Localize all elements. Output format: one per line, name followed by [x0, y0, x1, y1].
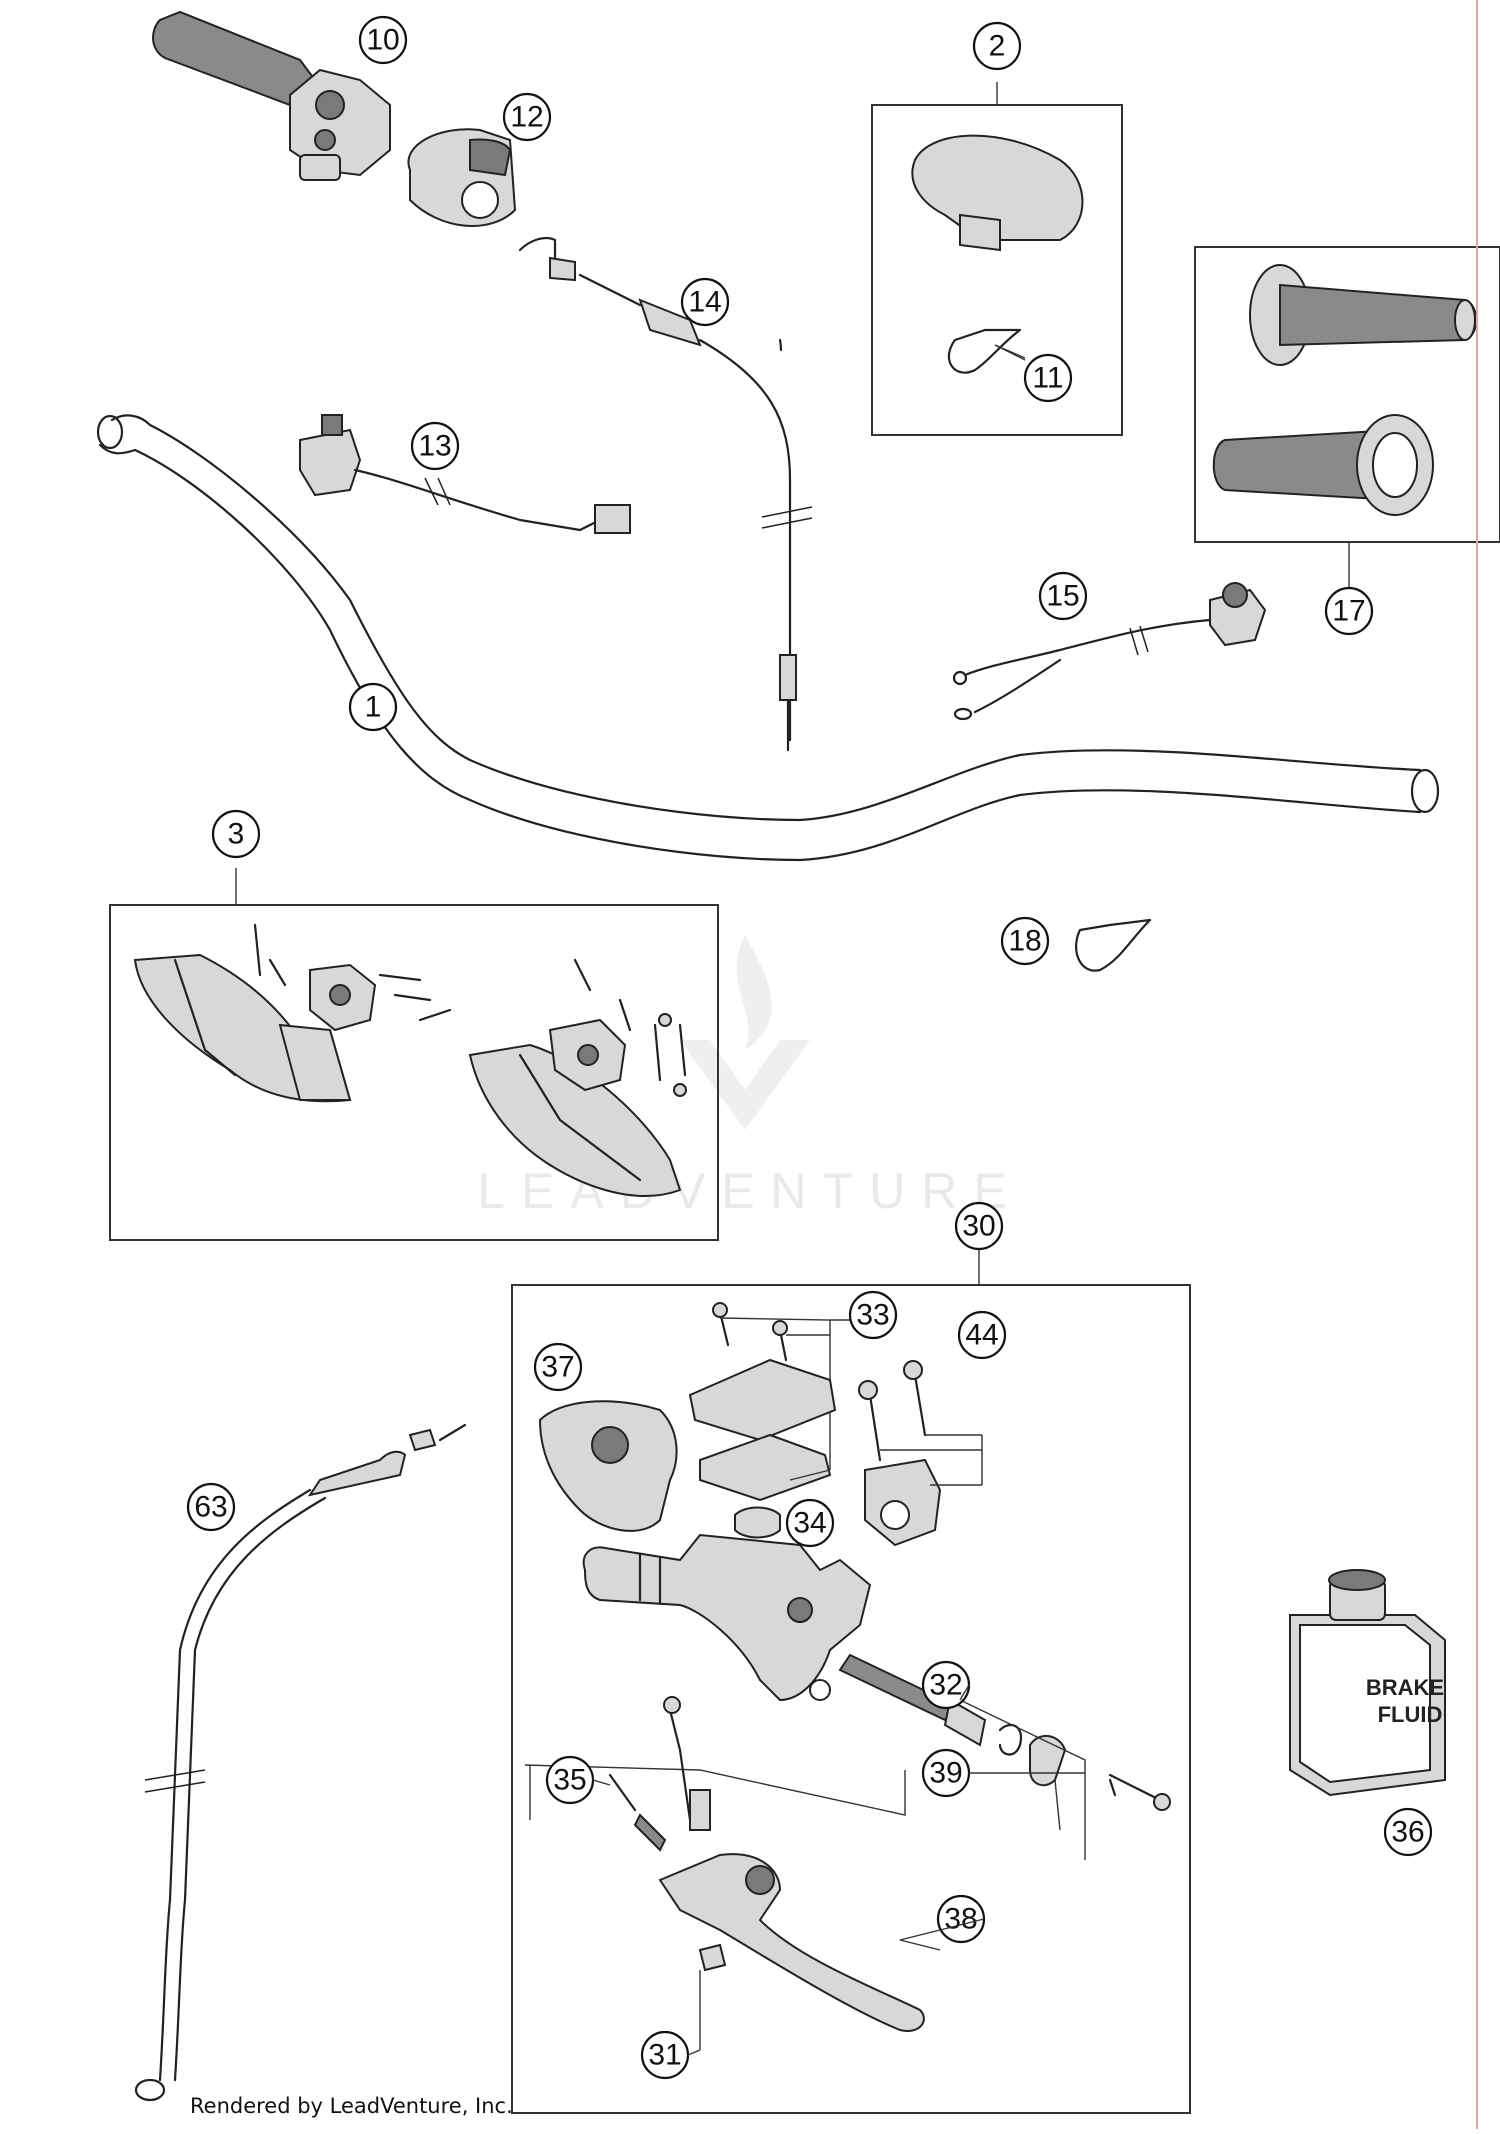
- throttle-grip: [152, 10, 391, 181]
- brake-fluid-bottle: BRAKE FLUID: [1289, 1569, 1446, 1797]
- callout-35-label: 35: [553, 1764, 586, 1797]
- callout-2-label: 2: [989, 30, 1006, 63]
- callout-32-label: 32: [929, 1669, 962, 1702]
- callout-2: 2: [972, 21, 1022, 71]
- callout-14: 14: [680, 277, 730, 327]
- callout-30: 30: [954, 1201, 1004, 1251]
- callout-30-label: 30: [962, 1210, 995, 1243]
- handlebar: [96, 414, 1440, 862]
- callout-13-label: 13: [418, 430, 451, 463]
- callout-1: 1: [348, 682, 398, 732]
- group-grips: [1194, 246, 1500, 588]
- callout-33: 33: [848, 1290, 898, 1340]
- callout-14-label: 14: [688, 286, 721, 319]
- callout-17: 17: [1324, 586, 1374, 636]
- callout-35: 35: [545, 1755, 595, 1805]
- callout-18: 18: [1000, 916, 1050, 966]
- callout-38-label: 38: [944, 1903, 977, 1936]
- callout-11-label: 11: [1032, 362, 1063, 395]
- start-switch-right: [952, 582, 1267, 721]
- callout-13: 13: [410, 421, 460, 471]
- clutch-cable: [134, 1423, 467, 2102]
- callout-37-label: 37: [541, 1351, 574, 1384]
- callout-17-label: 17: [1332, 595, 1365, 628]
- throttle-cover: [407, 128, 517, 227]
- callout-63-label: 63: [194, 1491, 227, 1524]
- callout-1-label: 1: [365, 691, 382, 724]
- callout-18-label: 18: [1008, 925, 1041, 958]
- callout-33-label: 33: [856, 1299, 889, 1332]
- footer-credit: Rendered by LeadVenture, Inc.: [190, 2094, 513, 2118]
- callout-39: 39: [921, 1748, 971, 1798]
- callout-12-label: 12: [510, 101, 543, 134]
- group-handlebar-pad: [871, 82, 1123, 436]
- callout-63: 63: [186, 1482, 236, 1532]
- callout-36: 36: [1383, 1807, 1433, 1857]
- group-brake-master-cylinder: [511, 1250, 1191, 2114]
- callout-15: 15: [1038, 571, 1088, 621]
- throttle-cable: [518, 236, 813, 752]
- callout-37: 37: [533, 1342, 583, 1392]
- callout-32: 32: [921, 1660, 971, 1710]
- callout-3-label: 3: [228, 818, 245, 851]
- callout-11: 11: [1023, 353, 1073, 403]
- callout-44-label: 44: [965, 1319, 998, 1352]
- callout-31: 31: [640, 2030, 690, 2080]
- page-edge-line: [1476, 0, 1478, 2129]
- callout-12: 12: [502, 92, 552, 142]
- brake-fluid-label-line1: BRAKE: [1366, 1675, 1444, 1700]
- brake-fluid-label-line2: FLUID: [1378, 1702, 1443, 1727]
- group-handguards: [109, 868, 719, 1241]
- callout-15-label: 15: [1046, 580, 1079, 613]
- callout-31-label: 31: [648, 2039, 681, 2072]
- callout-39-label: 39: [929, 1757, 962, 1790]
- callout-10: 10: [358, 15, 408, 65]
- callout-34-label: 34: [793, 1507, 826, 1540]
- callout-leaders: [592, 344, 1085, 2056]
- callout-44: 44: [957, 1310, 1007, 1360]
- callout-34: 34: [785, 1498, 835, 1548]
- kill-switch-left: [299, 414, 631, 534]
- cable-tie: [1075, 918, 1152, 972]
- callout-3: 3: [211, 809, 261, 859]
- callout-38: 38: [936, 1894, 986, 1944]
- callout-10-label: 10: [366, 24, 399, 57]
- callout-36-label: 36: [1391, 1816, 1424, 1849]
